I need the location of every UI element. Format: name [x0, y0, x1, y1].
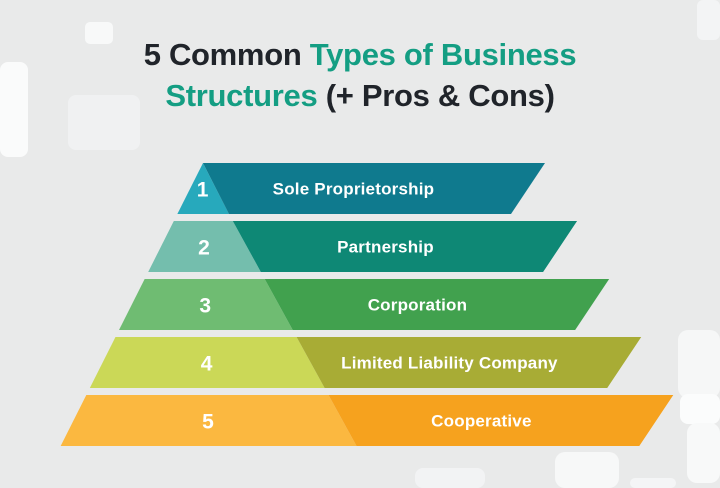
- title-highlight: Types of Business Structures: [165, 37, 577, 114]
- title-prefix: 5 Common: [143, 37, 310, 72]
- page-title: 5 Common Types of Business Structures (+…: [90, 34, 630, 116]
- band-number-5: 5: [202, 411, 214, 434]
- band-number-1: 1: [197, 179, 209, 202]
- pyramid-band-sole-proprietorship: [203, 163, 546, 214]
- band-label-sole-proprietorship: Sole Proprietorship: [273, 180, 435, 199]
- pyramid-band-limited-liability-company: [296, 337, 642, 388]
- pyramid-band-corporation: [264, 279, 610, 330]
- band-label-limited-liability-company: Limited Liability Company: [341, 354, 558, 373]
- pyramid-band-partnership: [232, 221, 578, 272]
- pyramid-band-light-cooperative: [60, 395, 357, 446]
- band-label-corporation: Corporation: [368, 296, 467, 315]
- band-number-2: 2: [198, 237, 210, 260]
- band-label-cooperative: Cooperative: [431, 412, 531, 431]
- band-label-partnership: Partnership: [337, 238, 434, 257]
- band-number-4: 4: [201, 353, 213, 376]
- pyramid-band-light-partnership: [148, 221, 261, 272]
- pyramid-band-light-limited-liability-company: [89, 337, 325, 388]
- pyramid-band-light-sole-proprietorship: [177, 163, 229, 214]
- pyramid-band-cooperative: [328, 395, 674, 446]
- pyramid-band-light-corporation: [119, 279, 293, 330]
- band-number-3: 3: [199, 295, 211, 318]
- title-suffix: (+ Pros & Cons): [317, 78, 555, 114]
